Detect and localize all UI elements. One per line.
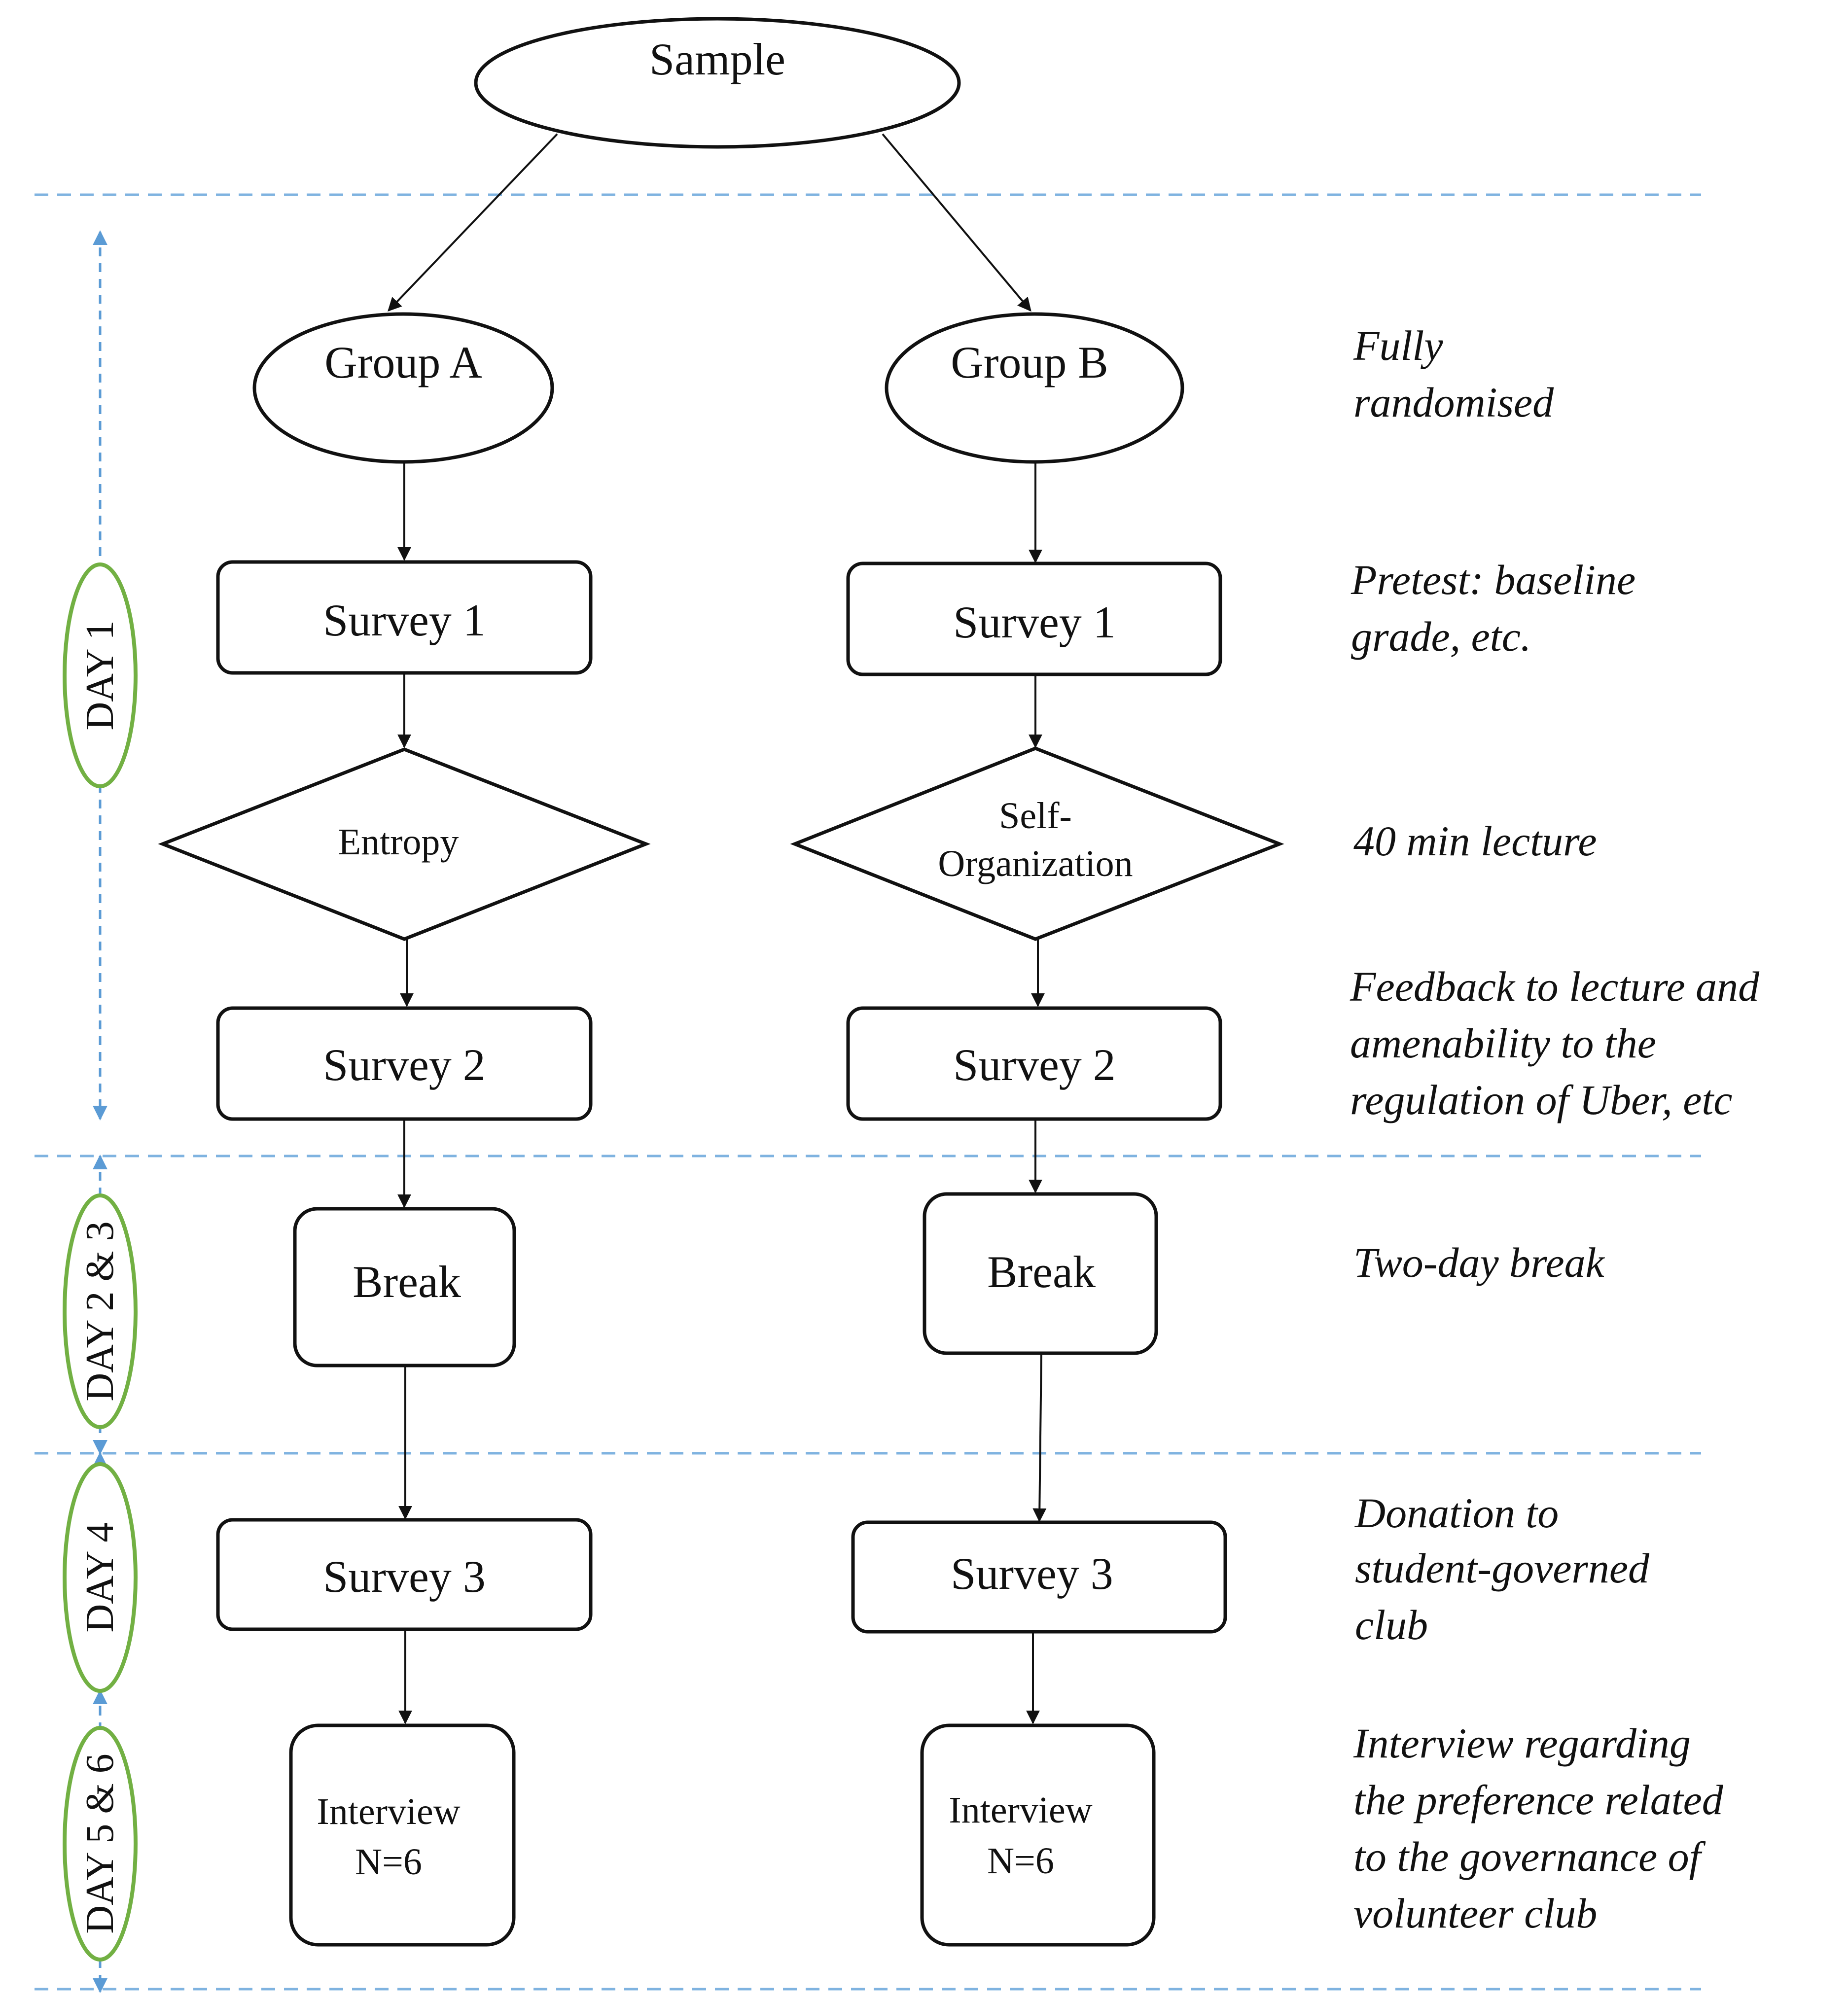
phase-notes: Fully randomised Pretest: baseline grade… [1350, 322, 1760, 1937]
note-interview-line2: the preference related [1353, 1776, 1724, 1823]
day-labels: DAY 1 DAY 2 & 3 DAY 4 DAY 5 & 6 [63, 562, 138, 1962]
day1-label: DAY 1 [63, 562, 138, 788]
note-pretest: Pretest: baseline grade, etc. [1350, 556, 1635, 660]
phase-dividers [35, 193, 1701, 1991]
group-b-ellipse [885, 312, 1184, 464]
group-b-break-box [923, 1192, 1158, 1355]
group-a-ellipse [252, 312, 554, 464]
note-randomised-line1: Fully [1353, 322, 1443, 369]
group-a-survey2-label: Survey 2 [323, 1040, 486, 1090]
note-break: Two-day break [1353, 1239, 1605, 1286]
group-b-lecture-diamond [790, 746, 1284, 941]
note-donation: Donation to student-governed club [1354, 1489, 1650, 1648]
group-a-survey2-box [216, 1006, 593, 1121]
day1-text: DAY 1 [78, 620, 122, 730]
group-b-interview-box [920, 1723, 1156, 1947]
group-b-survey2: Survey 2 [846, 1006, 1222, 1121]
note-pretest-line1: Pretest: baseline [1350, 556, 1635, 603]
group-b-column: Group B Survey 1 Self- Organization Surv… [790, 312, 1284, 1947]
note-feedback-line1: Feedback to lecture and [1350, 963, 1760, 1010]
edge-b-break-to-survey3 [1032, 1353, 1047, 1522]
group-b-survey1-label: Survey 1 [953, 597, 1116, 647]
group-a-survey3: Survey 3 [216, 1518, 593, 1631]
group-a-survey3-box [216, 1518, 593, 1631]
group-a-lecture: Entropy [158, 747, 651, 941]
group-a-survey2: Survey 2 [216, 1006, 593, 1121]
group-b-survey2-box [846, 1006, 1222, 1121]
edge-sample-to-group-b [882, 133, 1031, 312]
group-b-lecture-line1: Self- [999, 795, 1072, 837]
note-randomised-line2: randomised [1353, 379, 1554, 426]
note-interview-line1: Interview regarding [1353, 1719, 1691, 1767]
note-lecture: 40 min lecture [1353, 817, 1597, 865]
group-a-node: Group A [252, 312, 554, 464]
group-a-survey1-label: Survey 1 [323, 595, 486, 645]
note-interview-line3: to the governance of [1353, 1833, 1706, 1880]
group-b-survey2-label: Survey 2 [953, 1040, 1116, 1090]
sample-label: Sample [649, 34, 785, 84]
day56-label: DAY 5 & 6 [63, 1726, 138, 1962]
day23-text: DAY 2 & 3 [78, 1221, 122, 1401]
group-a-break: Break [293, 1207, 516, 1367]
day4-ellipse [63, 1462, 138, 1693]
day56-text: DAY 5 & 6 [78, 1753, 122, 1933]
group-b-survey3-label: Survey 3 [951, 1548, 1113, 1599]
group-a-survey1: Survey 1 [216, 560, 593, 675]
note-randomised: Fully randomised [1353, 322, 1554, 426]
group-b-break: Break [923, 1192, 1158, 1355]
note-interview: Interview regarding the preference relat… [1353, 1719, 1724, 1937]
day4-label: DAY 4 [63, 1462, 138, 1693]
group-b-survey3-box [851, 1520, 1227, 1634]
day4-text: DAY 4 [78, 1522, 122, 1632]
group-a-survey3-label: Survey 3 [323, 1551, 486, 1602]
note-feedback-line3: regulation of Uber, etc [1350, 1076, 1732, 1123]
group-a-survey1-box [216, 560, 593, 675]
day23-label: DAY 2 & 3 [63, 1193, 138, 1429]
group-b-lecture-line2: Organization [938, 843, 1133, 884]
note-donation-line2: student-governed [1355, 1544, 1650, 1592]
note-break-line1: Two-day break [1353, 1239, 1605, 1286]
group-b-survey3: Survey 3 [851, 1520, 1227, 1634]
edge-sample-to-group-a [388, 133, 558, 312]
note-feedback: Feedback to lecture and amenability to t… [1350, 963, 1760, 1123]
note-lecture-line1: 40 min lecture [1353, 817, 1597, 865]
group-b-label: Group B [951, 337, 1108, 387]
sample-ellipse [474, 17, 961, 149]
group-a-lecture-label: Entropy [338, 821, 459, 863]
group-a-lecture-diamond [158, 747, 651, 941]
note-donation-line3: club [1355, 1601, 1428, 1648]
group-a-interview: Interview N=6 [289, 1723, 516, 1947]
group-a-break-label: Break [353, 1257, 461, 1307]
group-a-break-box [293, 1207, 516, 1367]
group-a-interview-box [289, 1723, 516, 1947]
group-b-interview: Interview N=6 [920, 1723, 1156, 1947]
note-interview-line4: volunteer club [1353, 1890, 1597, 1937]
connectors [388, 133, 1047, 1724]
note-donation-line1: Donation to [1354, 1489, 1559, 1537]
group-b-node: Group B [885, 312, 1184, 464]
group-b-survey1: Survey 1 [846, 561, 1222, 676]
group-b-survey1-box [846, 561, 1222, 676]
group-b-lecture: Self- Organization [790, 746, 1284, 941]
group-a-column: Group A Survey 1 Entropy Survey 2 Break … [158, 312, 651, 1947]
note-pretest-line2: grade, etc. [1351, 613, 1531, 660]
note-feedback-line2: amenability to the [1350, 1019, 1656, 1067]
group-b-interview-line2: N=6 [987, 1840, 1054, 1882]
day1-ellipse [63, 562, 138, 788]
group-a-interview-line1: Interview [317, 1791, 460, 1832]
day56-ellipse [63, 1726, 138, 1962]
group-a-label: Group A [324, 337, 482, 387]
group-a-interview-line2: N=6 [355, 1841, 422, 1883]
group-b-break-label: Break [987, 1247, 1096, 1297]
day23-ellipse [63, 1193, 138, 1429]
group-b-interview-line1: Interview [949, 1789, 1092, 1831]
sample-node: Sample [474, 17, 961, 149]
